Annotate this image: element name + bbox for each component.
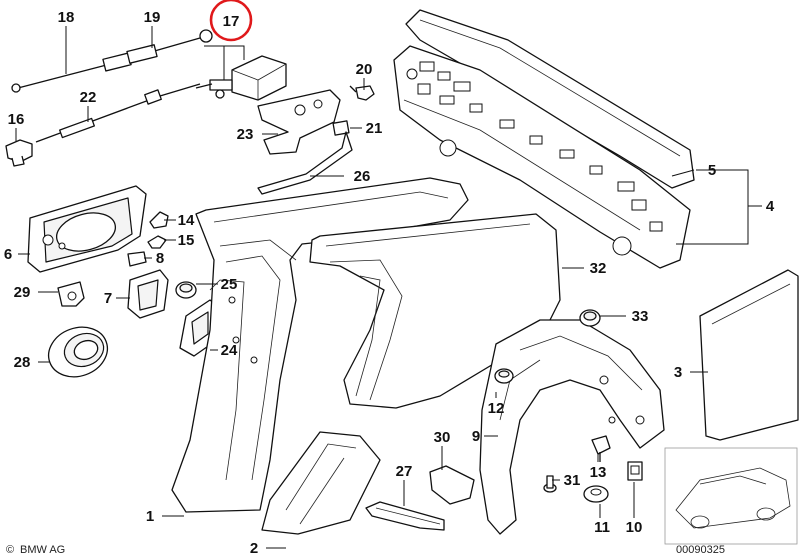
callout-30[interactable]: 30: [434, 429, 451, 446]
copyright-mark: ©: [6, 544, 14, 556]
callout-29[interactable]: 29: [14, 284, 31, 301]
callout-12[interactable]: 12: [488, 400, 505, 417]
callout-33[interactable]: 33: [632, 308, 649, 325]
callout-8[interactable]: 8: [156, 250, 164, 267]
callout-9[interactable]: 9: [472, 428, 480, 445]
leader-lines: [15, 26, 762, 549]
part-12-grommet: [494, 368, 514, 384]
footer: © BMW AG 00090325: [6, 544, 725, 556]
callout-26[interactable]: 26: [354, 168, 371, 185]
part-13-clip: [591, 435, 611, 462]
callout-22[interactable]: 22: [80, 89, 97, 106]
callout-10[interactable]: 10: [626, 519, 643, 536]
callout-labels: 18 19 17 20 22 16 23 21 26 6 14 15 8 29 …: [4, 9, 775, 557]
callout-18[interactable]: 18: [58, 9, 75, 26]
callout-25[interactable]: 25: [221, 276, 238, 293]
part-10-nut: [627, 461, 643, 481]
callout-15[interactable]: 15: [178, 232, 195, 249]
callout-11[interactable]: 11: [594, 519, 610, 536]
callout-6[interactable]: 6: [4, 246, 12, 263]
brand-label: BMW AG: [20, 544, 65, 556]
callout-27[interactable]: 27: [396, 463, 413, 480]
callout-14[interactable]: 14: [178, 212, 195, 229]
part-26-rod: [257, 131, 353, 195]
part-27-strip: [365, 501, 445, 531]
part-29-bracket: [57, 281, 85, 307]
callout-21[interactable]: 21: [366, 120, 383, 137]
part-9-wheelarch-liner: [479, 319, 665, 535]
vehicle-inset: [664, 447, 798, 545]
part-21-pin: [332, 120, 350, 136]
callout-23[interactable]: 23: [237, 126, 254, 143]
callout-4[interactable]: 4: [766, 198, 775, 215]
part-16-clip: [5, 139, 33, 167]
part-14-clip: [149, 211, 169, 229]
part-19-cable: [126, 29, 213, 64]
part-22-cable: [35, 83, 201, 143]
highlight-circle-17: [209, 0, 253, 42]
part-33-grommet: [579, 309, 601, 327]
catalog-number: 00090325: [676, 544, 725, 556]
callout-13[interactable]: 13: [590, 464, 607, 481]
part-8-clip: [127, 251, 147, 267]
part-7-bracket: [127, 269, 169, 319]
callout-32[interactable]: 32: [590, 260, 607, 277]
part-1-side-frame: [171, 177, 469, 513]
part-2-sill-panel: [261, 431, 381, 535]
callout-19[interactable]: 19: [144, 9, 161, 26]
part-3-side-panel: [699, 269, 799, 441]
callout-2[interactable]: 2: [250, 540, 258, 557]
part-20-screw: [349, 85, 375, 101]
callout-31[interactable]: 31: [564, 472, 581, 489]
part-31-screw: [543, 475, 557, 493]
callout-16[interactable]: 16: [8, 111, 25, 128]
callout-5[interactable]: 5: [708, 162, 716, 179]
part-4-rear-panel: [393, 9, 695, 269]
callout-20[interactable]: 20: [356, 61, 373, 78]
part-15-clip: [147, 235, 167, 249]
part-17-actuator: [195, 55, 287, 101]
callout-17[interactable]: 17: [223, 13, 240, 30]
rear-panel-holes: [406, 61, 663, 256]
part-18-rod: [11, 52, 132, 93]
callout-24[interactable]: 24: [221, 342, 238, 359]
part-25-grommet: [175, 281, 197, 299]
part-28-grommet: [47, 326, 109, 378]
part-23-bracket: [257, 89, 341, 155]
callout-1[interactable]: 1: [146, 508, 154, 525]
callout-28[interactable]: 28: [14, 354, 31, 371]
part-11-nut: [583, 485, 609, 503]
callout-7[interactable]: 7: [104, 290, 112, 307]
callout-3[interactable]: 3: [674, 364, 682, 381]
part-6-fuel-filler-housing: [27, 185, 147, 273]
part-30-bracket: [429, 465, 475, 505]
